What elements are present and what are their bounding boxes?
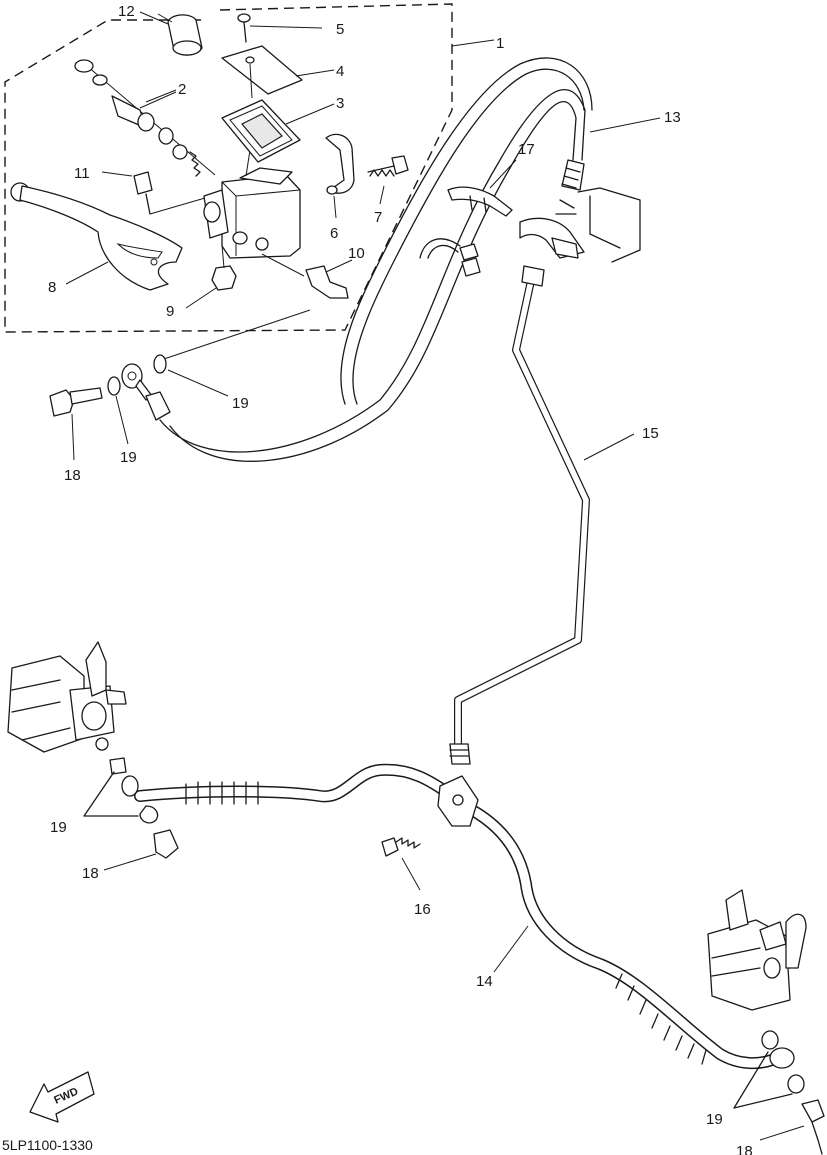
brake-lever [10, 182, 183, 291]
master-cylinder-body [203, 149, 301, 259]
brake-hose-upper [159, 57, 661, 462]
left-brake-caliper [7, 641, 179, 859]
callout-8: 8 [48, 279, 56, 296]
frame-bracket [519, 187, 641, 263]
piston-kit [74, 59, 216, 177]
brake-switch [154, 253, 349, 363]
callout-15: 15 [642, 425, 659, 442]
callout-5: 5 [336, 21, 344, 38]
callout-19-upper-a: 19 [232, 395, 249, 412]
callout-16: 16 [414, 901, 431, 918]
callout-1: 1 [496, 35, 504, 52]
fwd-arrow-icon [29, 1071, 95, 1123]
callout-9: 9 [166, 303, 174, 320]
callout-19-upper-b: 19 [120, 449, 137, 466]
reservoir-cap [221, 45, 303, 99]
right-brake-caliper [707, 889, 825, 1155]
callout-4: 4 [336, 63, 344, 80]
hose-clamp [447, 159, 517, 217]
switch-wire [419, 238, 481, 277]
cap-screw [237, 13, 323, 43]
callout-6: 6 [330, 225, 338, 242]
lever-pivot-bolt [133, 171, 206, 215]
boot-part [157, 13, 203, 56]
callout-19-right: 19 [706, 1111, 723, 1128]
callout-18-upper: 18 [64, 467, 81, 484]
brake-pipe [449, 265, 635, 765]
callout-18-right: 18 [736, 1143, 753, 1155]
master-cylinder-holder [325, 133, 355, 195]
callout-10: 10 [348, 245, 365, 262]
diaphragm [221, 99, 301, 163]
callout-13: 13 [664, 109, 681, 126]
master-cylinder-assembly-outline [4, 3, 495, 333]
callout-2: 2 [178, 81, 186, 98]
callout-14: 14 [476, 973, 493, 990]
callout-7: 7 [374, 209, 382, 226]
holder-bolt [367, 155, 409, 177]
callout-12: 12 [118, 3, 135, 20]
three-way-joint [381, 775, 479, 891]
callout-3: 3 [336, 95, 344, 112]
diagram-code: 5LP1100-1330 [2, 1137, 93, 1153]
callout-19-left: 19 [50, 819, 67, 836]
callout-leaders [65, 11, 805, 1141]
upper-banjo-fitting [49, 354, 171, 421]
brake-hose-lower [134, 763, 778, 1070]
lever-nut [211, 244, 237, 291]
callout-17: 17 [518, 141, 535, 158]
callout-18-left: 18 [82, 865, 99, 882]
callout-11: 11 [74, 165, 90, 182]
